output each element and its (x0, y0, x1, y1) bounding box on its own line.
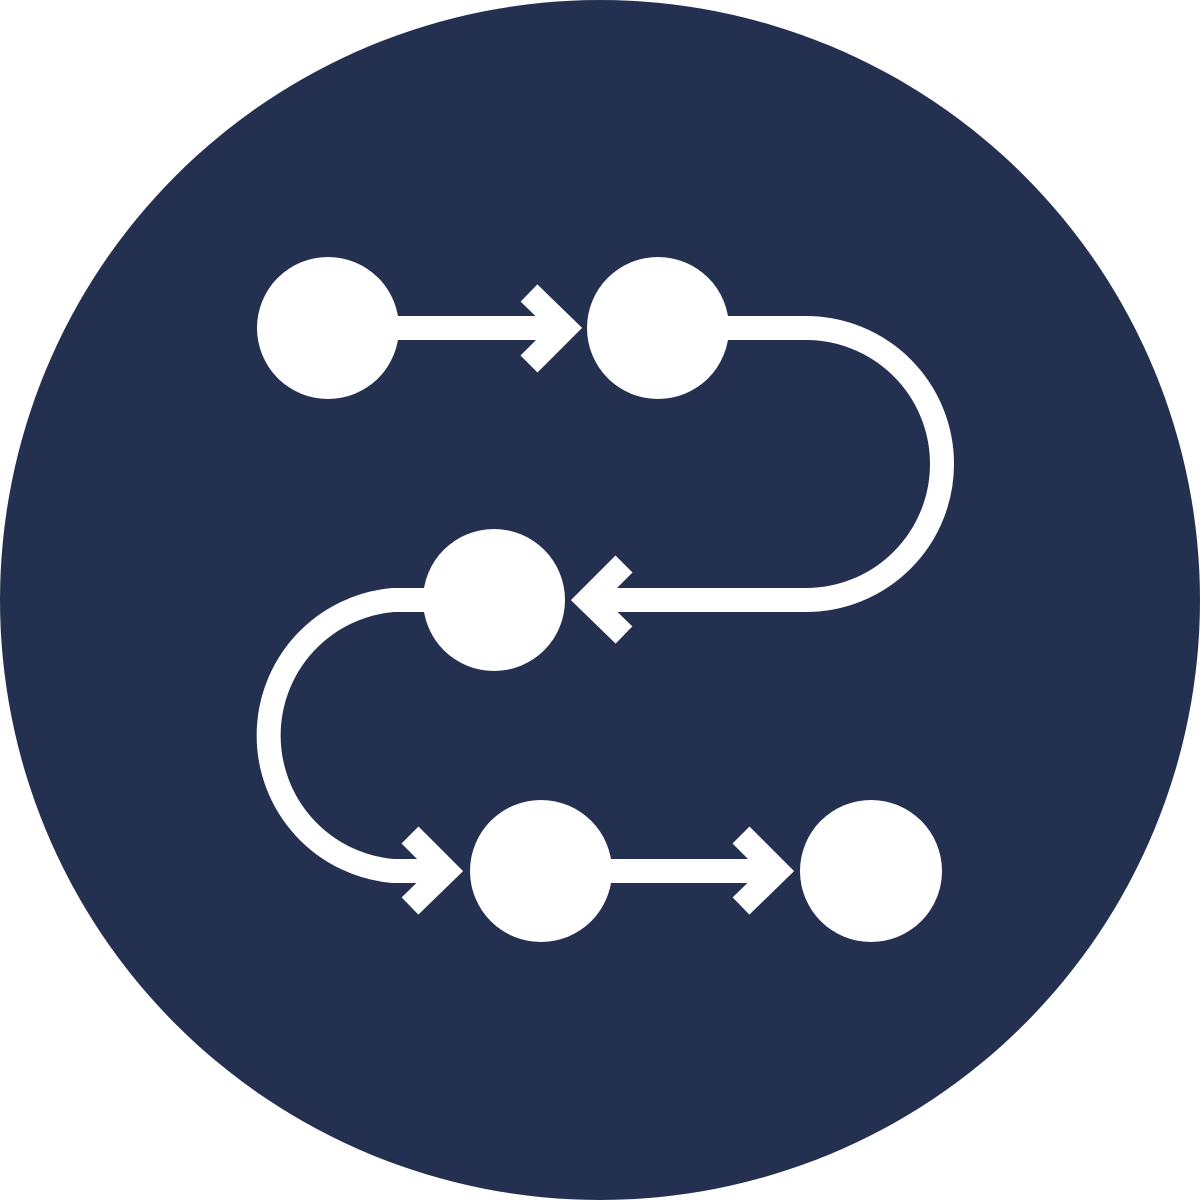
process-node-1 (257, 257, 399, 399)
process-node-4 (470, 800, 612, 942)
arrowhead-right-2 (401, 826, 464, 915)
arrowhead-right-1 (520, 284, 583, 373)
connector-curve-left (256, 588, 450, 883)
arrowhead-left-1 (570, 555, 633, 644)
process-node-3 (423, 529, 565, 671)
arrowhead-right-3 (732, 826, 795, 915)
process-node-2 (587, 257, 729, 399)
process-node-5 (800, 800, 942, 942)
connector-curve-right (595, 316, 954, 612)
